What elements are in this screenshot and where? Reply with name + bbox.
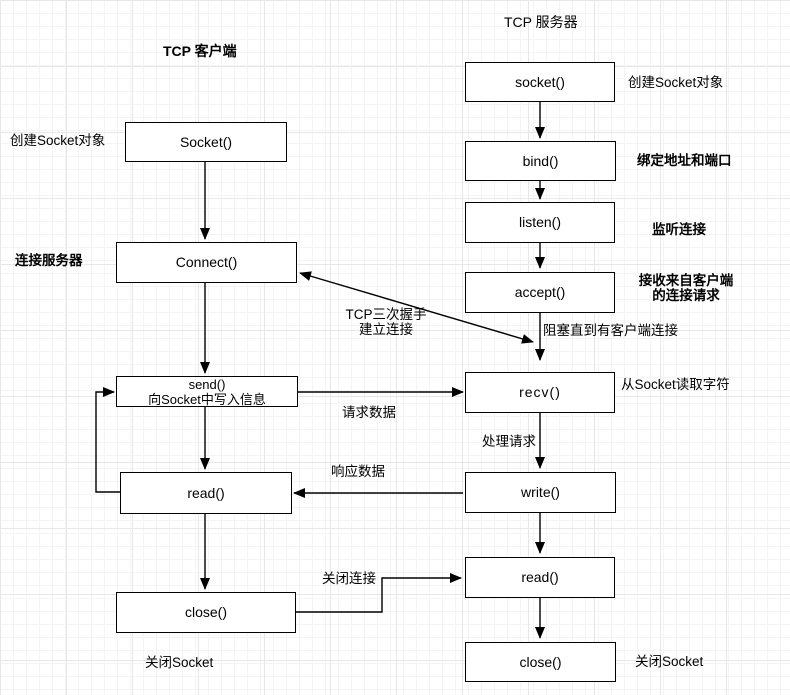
- server-annotation-block-until-connect: 阻塞直到有客户端连接: [543, 323, 678, 338]
- client-node-connect: Connect(): [116, 242, 297, 283]
- server-node-close: close(): [465, 642, 616, 682]
- client-annotation-close-socket: 关闭Socket: [145, 655, 214, 670]
- server-node-write: write(): [465, 472, 616, 513]
- edge-label-handshake-line2: 建立连接: [359, 322, 413, 337]
- edge-label-close-connection: 关闭连接: [322, 571, 376, 586]
- client-node-read: read(): [120, 472, 292, 514]
- server-node-accept: accept(): [465, 272, 615, 313]
- client-column-title: TCP 客户端: [163, 43, 237, 59]
- edge-label-request-data: 请求数据: [342, 405, 396, 420]
- server-annotation-create-socket: 创建Socket对象: [628, 75, 724, 90]
- client-node-send-line1: send(): [188, 376, 226, 392]
- client-node-send: send() 向Socket中写入信息: [116, 376, 298, 407]
- server-annotation-close-socket: 关闭Socket: [635, 654, 704, 669]
- client-node-socket: Socket(): [125, 122, 287, 162]
- arrow-handshake-bidirectional: [299, 271, 534, 344]
- edge-label-response-data: 响应数据: [331, 464, 385, 479]
- edge-label-handshake-line1: TCP三次握手: [345, 307, 427, 322]
- client-annotation-connect-server: 连接服务器: [15, 253, 83, 268]
- client-annotation-create-socket: 创建Socket对象: [10, 133, 106, 148]
- server-annotation-accept-line1: 接收来自客户端: [638, 273, 734, 288]
- server-node-recv: recv(): [465, 372, 615, 413]
- server-annotation-read-from-socket: 从Socket读取字符: [621, 377, 730, 392]
- client-node-send-line2: 向Socket中写入信息: [148, 391, 266, 407]
- client-node-close: close(): [116, 592, 296, 633]
- server-annotation-listen: 监听连接: [652, 222, 706, 237]
- server-annotation-bind: 绑定地址和端口: [637, 153, 732, 168]
- arrow-clientread-loop-to-send: [95, 387, 120, 493]
- server-annotation-accept: 接收来自客户端 的连接请求: [620, 273, 752, 303]
- server-column-title: TCP 服务器: [504, 14, 578, 30]
- arrow-close-to-serverread: [296, 573, 462, 613]
- server-node-bind: bind(): [465, 141, 616, 181]
- server-node-listen: listen(): [465, 202, 615, 243]
- server-annotation-accept-line2: 的连接请求: [652, 288, 720, 303]
- edge-label-handshake: TCP三次握手 建立连接: [330, 307, 442, 337]
- server-node-socket: socket(): [465, 62, 615, 102]
- server-node-read: read(): [465, 557, 615, 598]
- server-annotation-handle-request: 处理请求: [482, 434, 536, 449]
